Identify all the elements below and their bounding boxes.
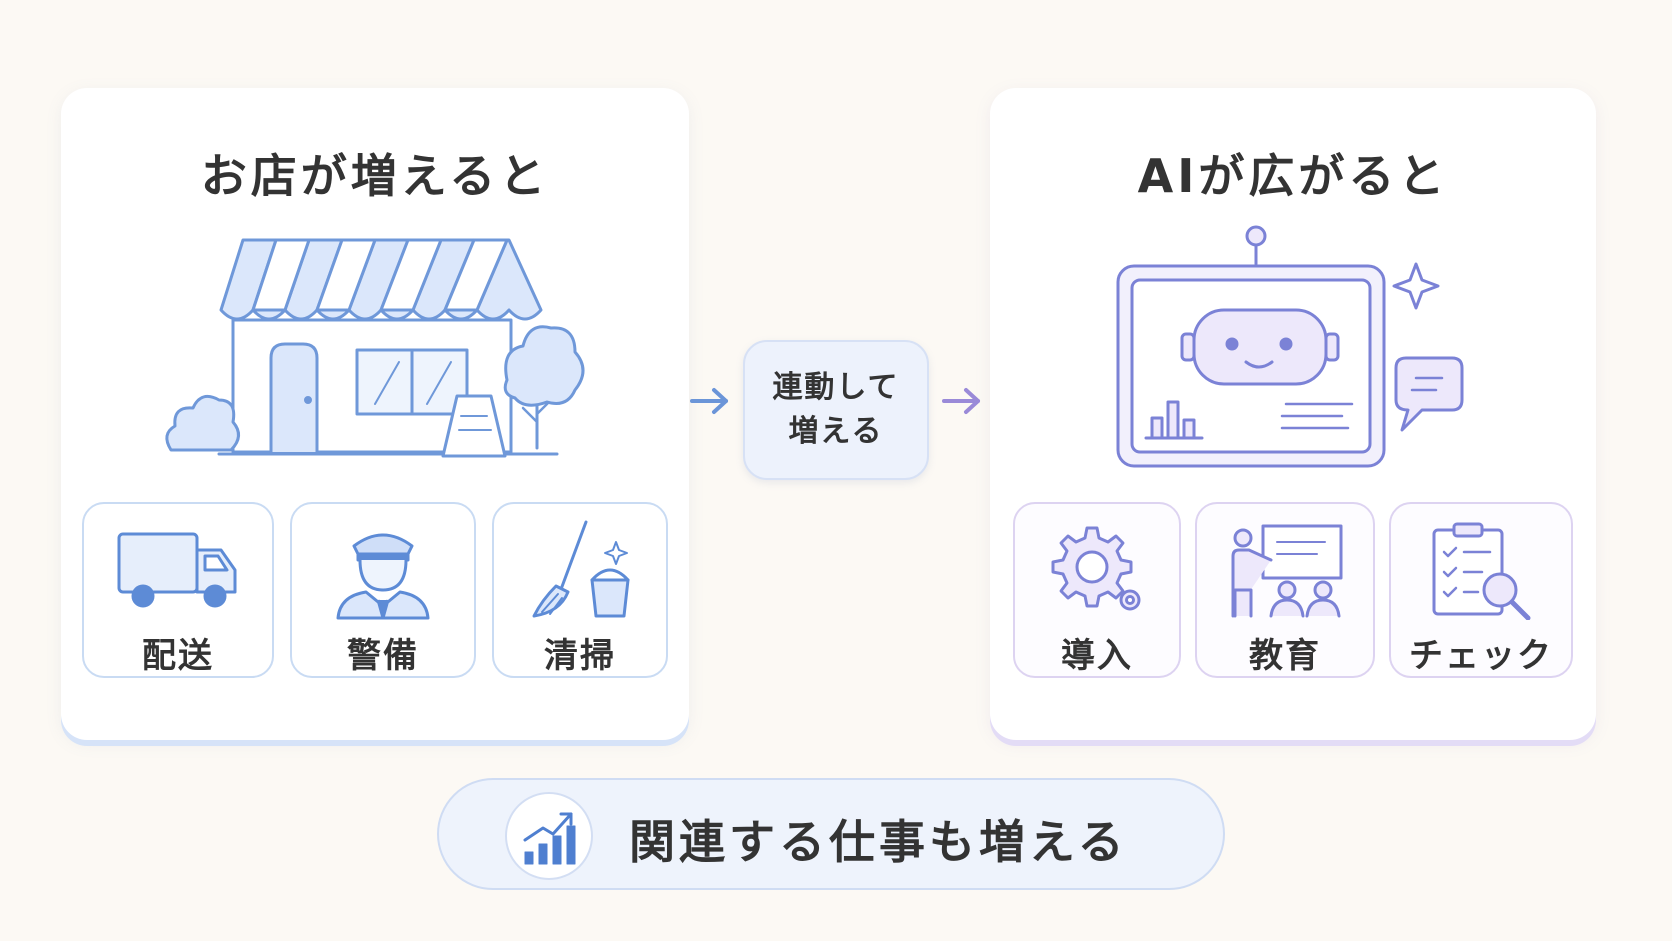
cleaning-card: 清掃 <box>492 502 668 678</box>
introduction-label: 導入 <box>1061 636 1133 676</box>
storefront-icon <box>165 238 585 458</box>
ai-robot-screen-icon <box>1116 225 1464 468</box>
linked-growth-line1: 連動して <box>772 370 900 405</box>
security-guard-icon <box>336 533 430 620</box>
related-jobs-banner: 関連する仕事も増える <box>437 778 1225 890</box>
check-label: チェック <box>1409 636 1553 676</box>
security-card: 警備 <box>290 502 476 678</box>
check-card: チェック <box>1389 502 1573 678</box>
ai-panel: AIが広がると <box>990 88 1596 740</box>
clipboard-magnifier-icon <box>1432 522 1531 620</box>
stores-panel: お店が増えると <box>61 88 689 740</box>
cleaning-label: 清掃 <box>544 636 616 676</box>
linked-growth-box: 連動して 増える <box>743 340 929 480</box>
introduction-card: 導入 <box>1013 502 1181 678</box>
delivery-card: 配送 <box>82 502 274 678</box>
arrow-right-icon <box>690 388 728 414</box>
delivery-label: 配送 <box>142 636 214 676</box>
arrow-right-icon <box>942 388 980 414</box>
rising-bar-chart-icon <box>523 812 576 865</box>
ai-panel-title: AIが広がると <box>1137 149 1449 203</box>
gear-icon <box>1051 526 1141 611</box>
rising-chart-badge <box>505 792 593 880</box>
broom-bucket-icon <box>532 520 630 618</box>
teacher-whiteboard-icon <box>1231 524 1343 618</box>
stores-panel-title: お店が増えると <box>200 149 550 203</box>
education-label: 教育 <box>1249 636 1321 676</box>
linked-growth-line2: 増える <box>788 414 884 449</box>
security-label: 警備 <box>347 636 419 676</box>
education-card: 教育 <box>1195 502 1375 678</box>
related-jobs-text: 関連する仕事も増える <box>629 815 1128 869</box>
delivery-truck-icon <box>117 532 237 608</box>
